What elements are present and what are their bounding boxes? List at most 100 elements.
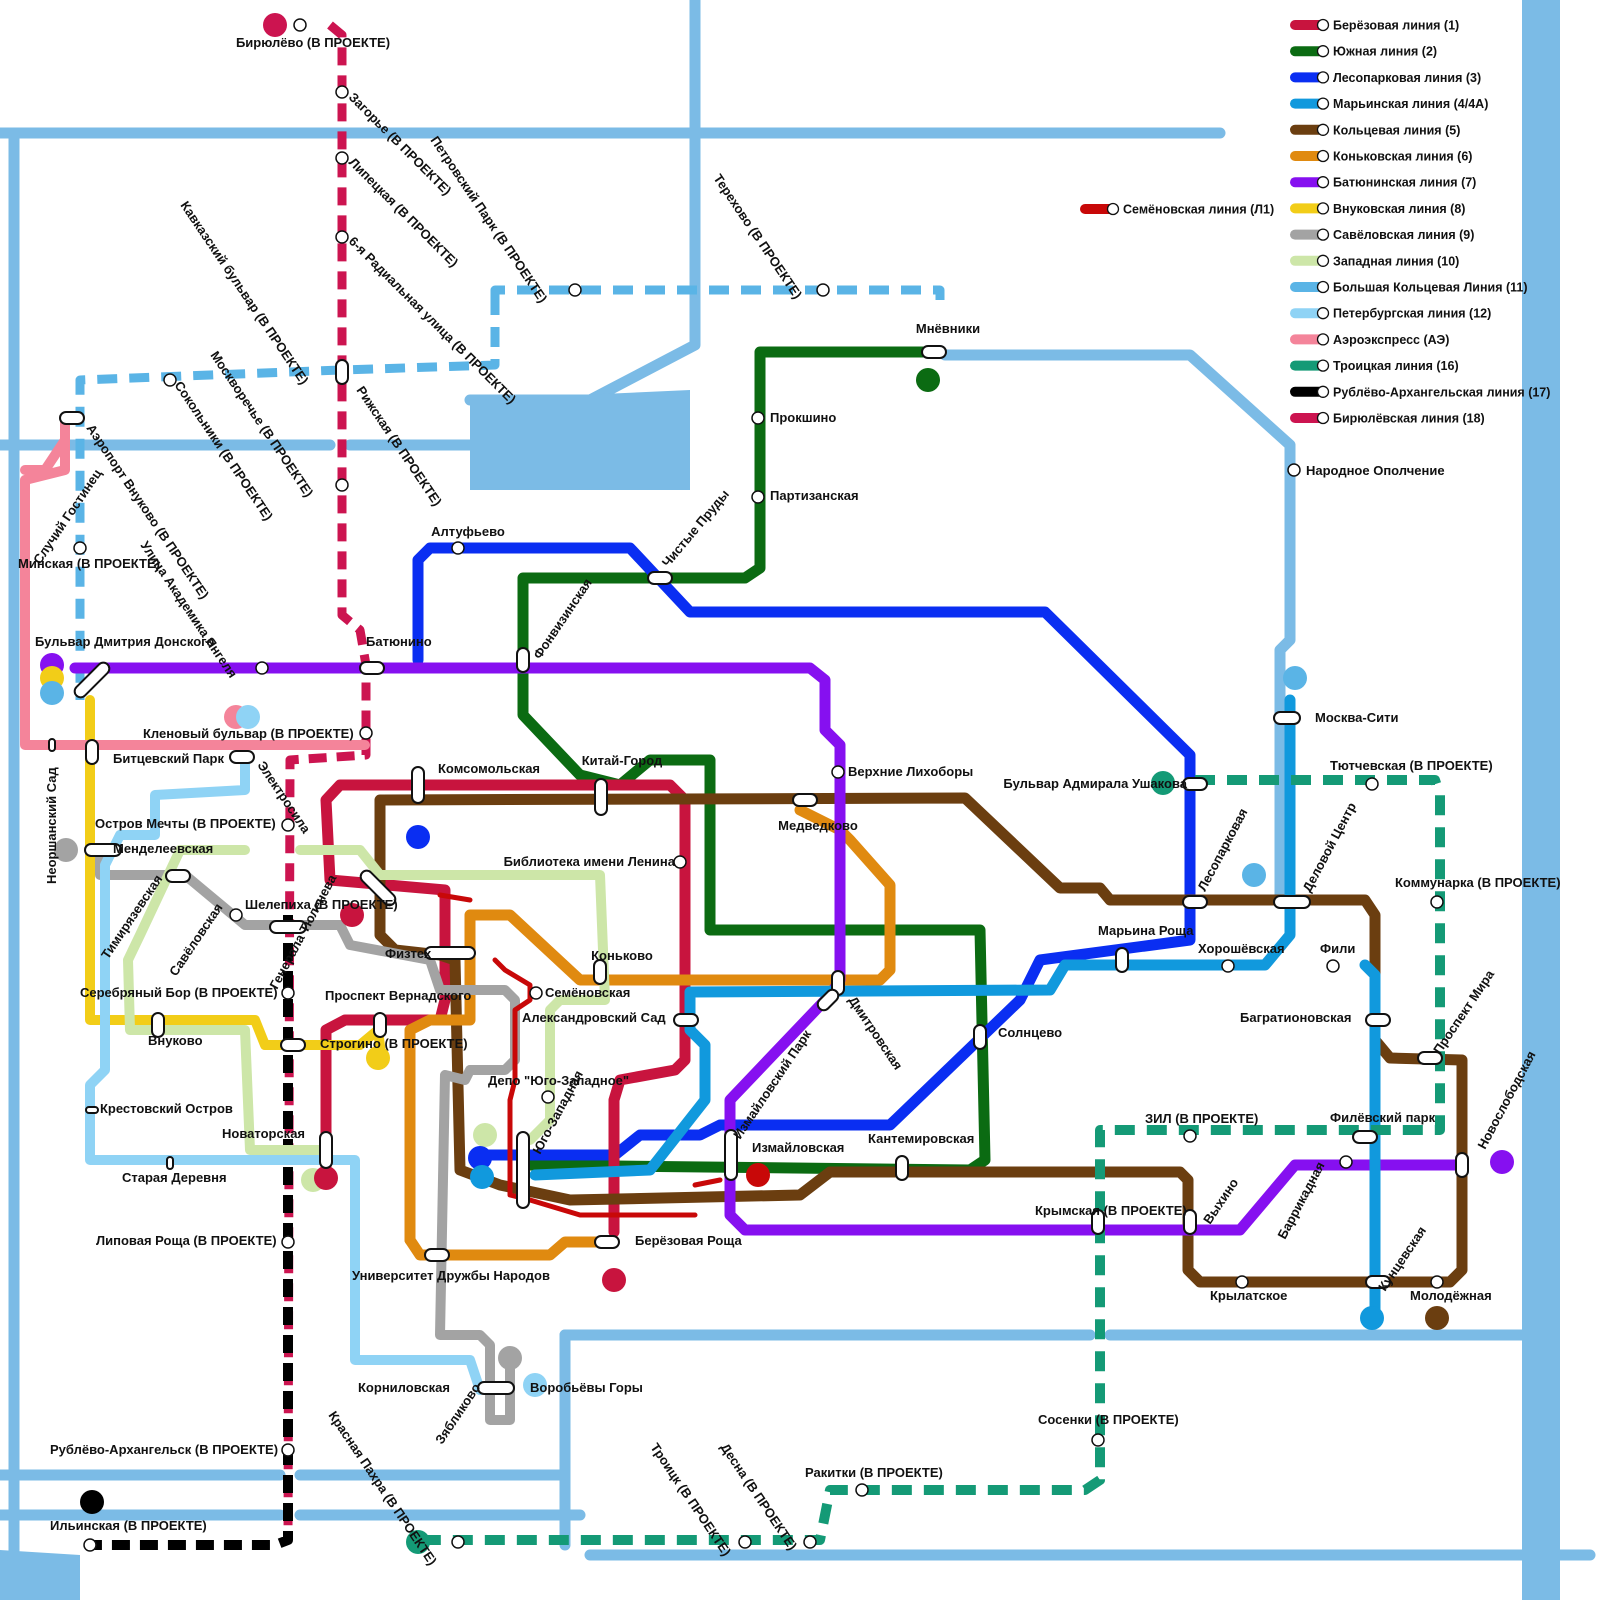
station-marker[interactable]	[530, 987, 542, 999]
interchange-marker[interactable]	[166, 870, 190, 882]
terminus-dot-l17	[80, 1490, 104, 1514]
interchange-marker[interactable]	[320, 1132, 332, 1168]
station-marker[interactable]	[1340, 1156, 1352, 1168]
station-label: Багратионовская	[1240, 1010, 1351, 1025]
interchange-marker[interactable]	[1353, 1131, 1377, 1143]
interchange-marker[interactable]	[1274, 896, 1310, 908]
interchange-marker[interactable]	[922, 346, 946, 358]
station-label: Берёзовая Роща	[635, 1233, 742, 1248]
interchange-marker[interactable]	[517, 1132, 529, 1208]
station-label: Случий Гостинец	[30, 466, 105, 566]
interchange-marker[interactable]	[1366, 1014, 1390, 1026]
legend-swatch-station	[1318, 386, 1329, 397]
station-label: Остров Мечты (В ПРОЕКТЕ)	[95, 816, 276, 831]
station-marker[interactable]	[74, 542, 86, 554]
interchange-marker[interactable]	[230, 751, 254, 763]
station-marker[interactable]	[856, 1484, 868, 1496]
interchange-marker[interactable]	[1183, 896, 1207, 908]
station-marker[interactable]	[1431, 1276, 1443, 1288]
station-marker[interactable]	[1236, 1276, 1248, 1288]
station-marker[interactable]	[336, 152, 348, 164]
station-marker[interactable]	[230, 909, 242, 921]
legend-label: Аэроэкспресс (АЭ)	[1333, 333, 1449, 347]
station-marker[interactable]	[282, 1236, 294, 1248]
station-marker[interactable]	[752, 491, 764, 503]
station-marker[interactable]	[817, 284, 829, 296]
interchange-marker[interactable]	[281, 1039, 305, 1051]
station-label: Савёловская	[166, 900, 226, 978]
station-marker[interactable]	[84, 1539, 96, 1551]
interchange-marker[interactable]	[1116, 948, 1128, 972]
station-label: Народное Ополчение	[1306, 463, 1445, 478]
interchange-marker[interactable]	[648, 572, 672, 584]
interchange-marker[interactable]	[167, 1157, 173, 1169]
station-marker[interactable]	[832, 766, 844, 778]
station-marker[interactable]	[282, 987, 294, 999]
interchange-marker[interactable]	[360, 662, 384, 674]
station-label: Крестовский Остров	[100, 1101, 233, 1116]
legend-label: Большая Кольцевая Линия (11)	[1333, 281, 1528, 295]
station-marker[interactable]	[336, 231, 348, 243]
interchange-marker[interactable]	[60, 412, 84, 424]
terminus-dot-l5	[1425, 1306, 1449, 1330]
interchange-marker[interactable]	[595, 779, 607, 815]
station-marker[interactable]	[542, 1091, 554, 1103]
interchange-marker[interactable]	[595, 1236, 619, 1248]
station-label: Фонвизинская	[530, 576, 595, 662]
station-marker[interactable]	[1327, 960, 1339, 972]
station-label: Проспект Мира	[1430, 967, 1498, 1057]
terminus-dot-l18	[263, 13, 287, 37]
station-marker[interactable]	[1222, 960, 1234, 972]
station-marker[interactable]	[1431, 896, 1443, 908]
station-label: Комсомольская	[438, 761, 540, 776]
station-marker[interactable]	[1366, 778, 1378, 790]
station-label: Китай-Город	[582, 753, 663, 768]
interchange-marker[interactable]	[86, 1107, 98, 1113]
station-marker[interactable]	[336, 86, 348, 98]
station-label: Верхние Лихоборы	[848, 764, 973, 779]
station-label: Прокшино	[770, 410, 836, 425]
interchange-marker[interactable]	[412, 767, 424, 803]
station-marker[interactable]	[1288, 464, 1300, 476]
station-marker[interactable]	[752, 412, 764, 424]
interchange-marker[interactable]	[1456, 1153, 1468, 1177]
interchange-marker[interactable]	[793, 794, 817, 806]
interchange-marker[interactable]	[674, 1014, 698, 1026]
interchange-marker[interactable]	[425, 947, 475, 959]
interchange-marker[interactable]	[517, 648, 529, 672]
station-marker[interactable]	[1092, 1434, 1104, 1446]
interchange-marker[interactable]	[896, 1156, 908, 1180]
interchange-marker[interactable]	[49, 739, 55, 751]
station-label: Крымская (В ПРОЕКТЕ)	[1035, 1203, 1187, 1218]
station-marker[interactable]	[360, 727, 372, 739]
station-marker[interactable]	[1184, 1130, 1196, 1142]
terminus-dot-l9	[498, 1346, 522, 1370]
legend-swatch-station	[1318, 177, 1329, 188]
station-marker[interactable]	[569, 284, 581, 296]
interchange-marker[interactable]	[86, 740, 98, 764]
station-label: Семёновская	[545, 985, 630, 1000]
station-marker[interactable]	[739, 1536, 751, 1548]
station-marker[interactable]	[452, 1536, 464, 1548]
terminus-dot-l1	[602, 1268, 626, 1292]
interchange-marker[interactable]	[336, 360, 348, 384]
station-label: Филёвский парк	[1330, 1110, 1436, 1125]
interchange-marker[interactable]	[974, 1025, 986, 1049]
station-marker[interactable]	[336, 479, 348, 491]
station-marker[interactable]	[674, 856, 686, 868]
station-marker[interactable]	[452, 542, 464, 554]
legend-label: Коньковская линия (6)	[1333, 150, 1472, 164]
legend-swatch-station	[1318, 72, 1329, 83]
interchange-marker[interactable]	[594, 960, 606, 984]
interchange-marker[interactable]	[478, 1382, 514, 1394]
interchange-marker[interactable]	[1274, 712, 1300, 724]
legend-label: Марьинская линия (4/4А)	[1333, 97, 1488, 111]
station-marker[interactable]	[256, 662, 268, 674]
station-marker[interactable]	[804, 1536, 816, 1548]
station-label: Внуково	[148, 1033, 203, 1048]
interchange-marker[interactable]	[374, 1013, 386, 1037]
station-marker[interactable]	[294, 19, 306, 31]
station-marker[interactable]	[282, 1444, 294, 1456]
interchange-marker[interactable]	[425, 1249, 449, 1261]
